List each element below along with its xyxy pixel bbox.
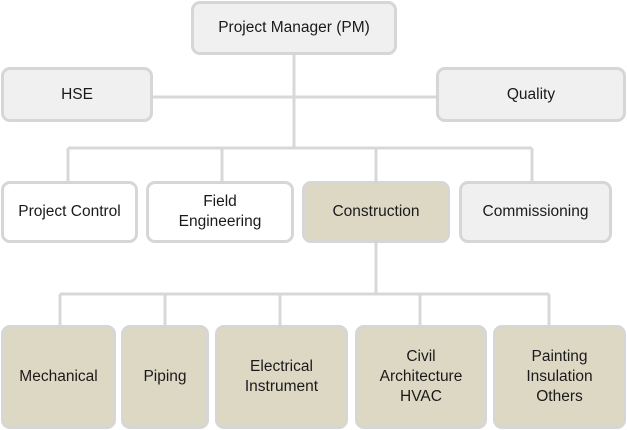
project-control-box: Project Control xyxy=(1,181,138,243)
civil-architecture-hvac-box: Civil Architecture HVAC xyxy=(355,325,487,429)
electrical-instrument-box: Electrical Instrument xyxy=(215,325,348,429)
commissioning-box: Commissioning xyxy=(459,181,612,243)
project-manager-box: Project Manager (PM) xyxy=(191,1,397,55)
mechanical-box: Mechanical xyxy=(1,325,116,429)
field-engineering-box: Field Engineering xyxy=(146,181,294,243)
quality-box: Quality xyxy=(436,67,626,122)
painting-insulation-others-box: Painting Insulation Others xyxy=(493,325,626,429)
hse-box: HSE xyxy=(1,67,153,122)
piping-box: Piping xyxy=(121,325,209,429)
construction-box: Construction xyxy=(302,181,450,243)
